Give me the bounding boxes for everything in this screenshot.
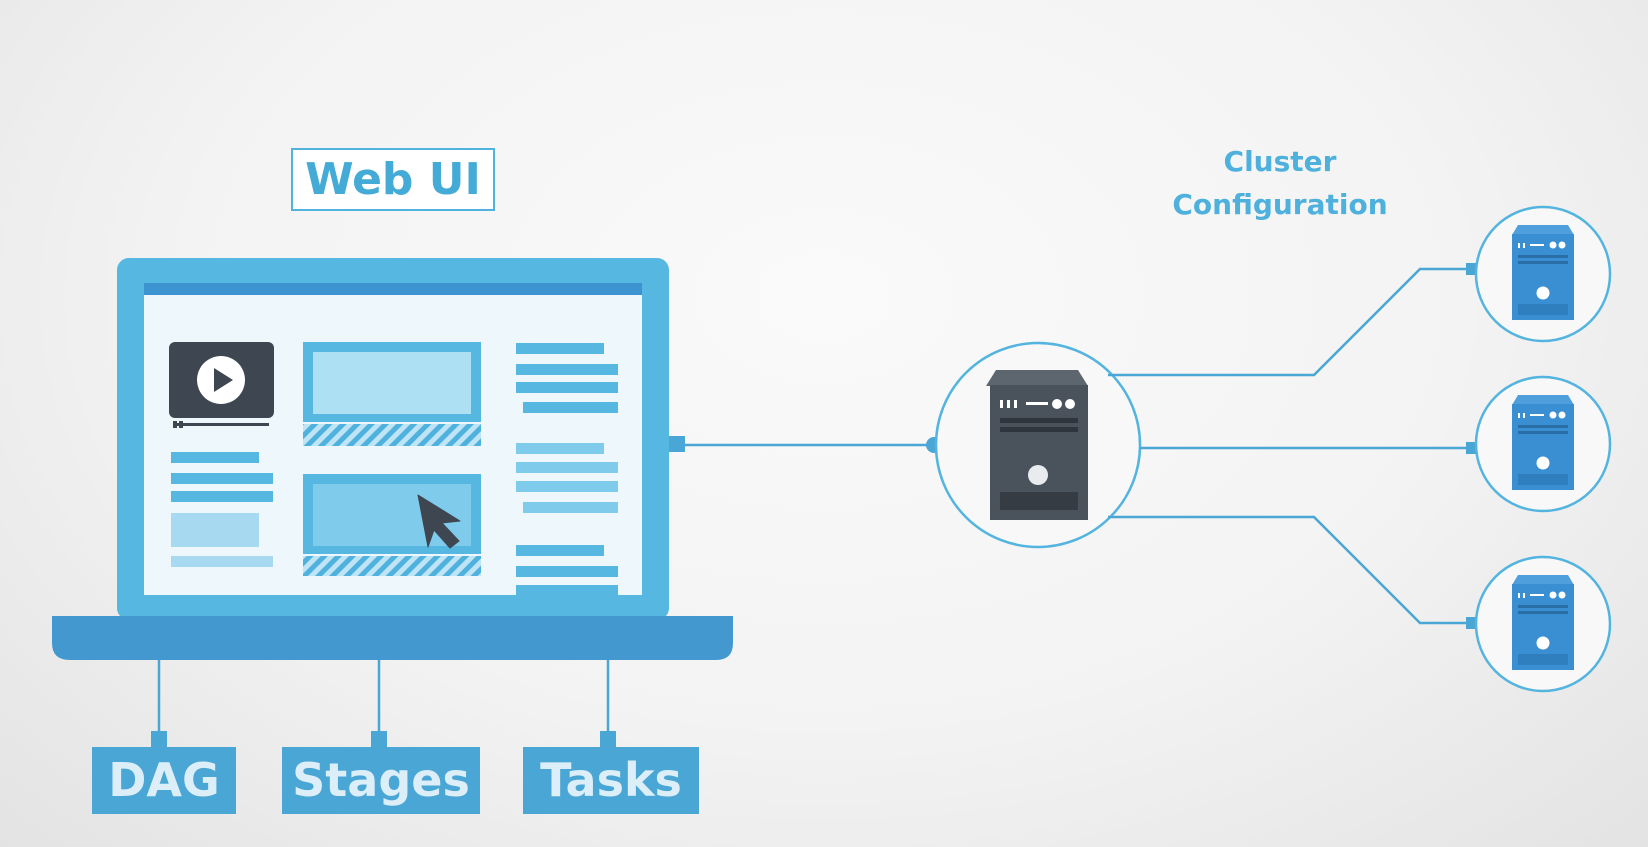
worker-server-icon	[1512, 225, 1574, 320]
cluster-configuration-label: Cluster Configuration	[1150, 140, 1410, 226]
video-thumbnail	[169, 342, 274, 428]
master-server-node	[934, 341, 1142, 549]
master-server-icon	[986, 370, 1088, 520]
dag-tab: DAG	[92, 747, 236, 814]
worker-links	[1108, 267, 1474, 625]
worker-node	[1474, 375, 1612, 513]
cluster-label-line-1: Cluster	[1223, 145, 1337, 178]
cluster-label-line-2: Configuration	[1172, 188, 1388, 221]
content-card	[303, 474, 481, 576]
web-ui-label: Web UI	[291, 148, 495, 211]
worker-server-icon	[1512, 575, 1574, 670]
view-connector-nubs	[151, 731, 616, 747]
laptop-master-link	[669, 436, 942, 453]
worker-server-icon	[1512, 395, 1574, 490]
worker-node	[1474, 205, 1612, 343]
play-icon	[197, 356, 245, 404]
tasks-tab: Tasks	[523, 747, 699, 814]
cursor-icon	[417, 494, 461, 549]
left-column-lines	[171, 452, 273, 567]
stages-tab: Stages	[282, 747, 480, 814]
view-connectors	[157, 660, 610, 734]
worker-link-nubs	[1466, 263, 1476, 629]
laptop-icon	[52, 258, 733, 660]
content-card	[303, 342, 481, 446]
right-column-lines	[516, 343, 618, 595]
worker-node	[1474, 555, 1612, 693]
